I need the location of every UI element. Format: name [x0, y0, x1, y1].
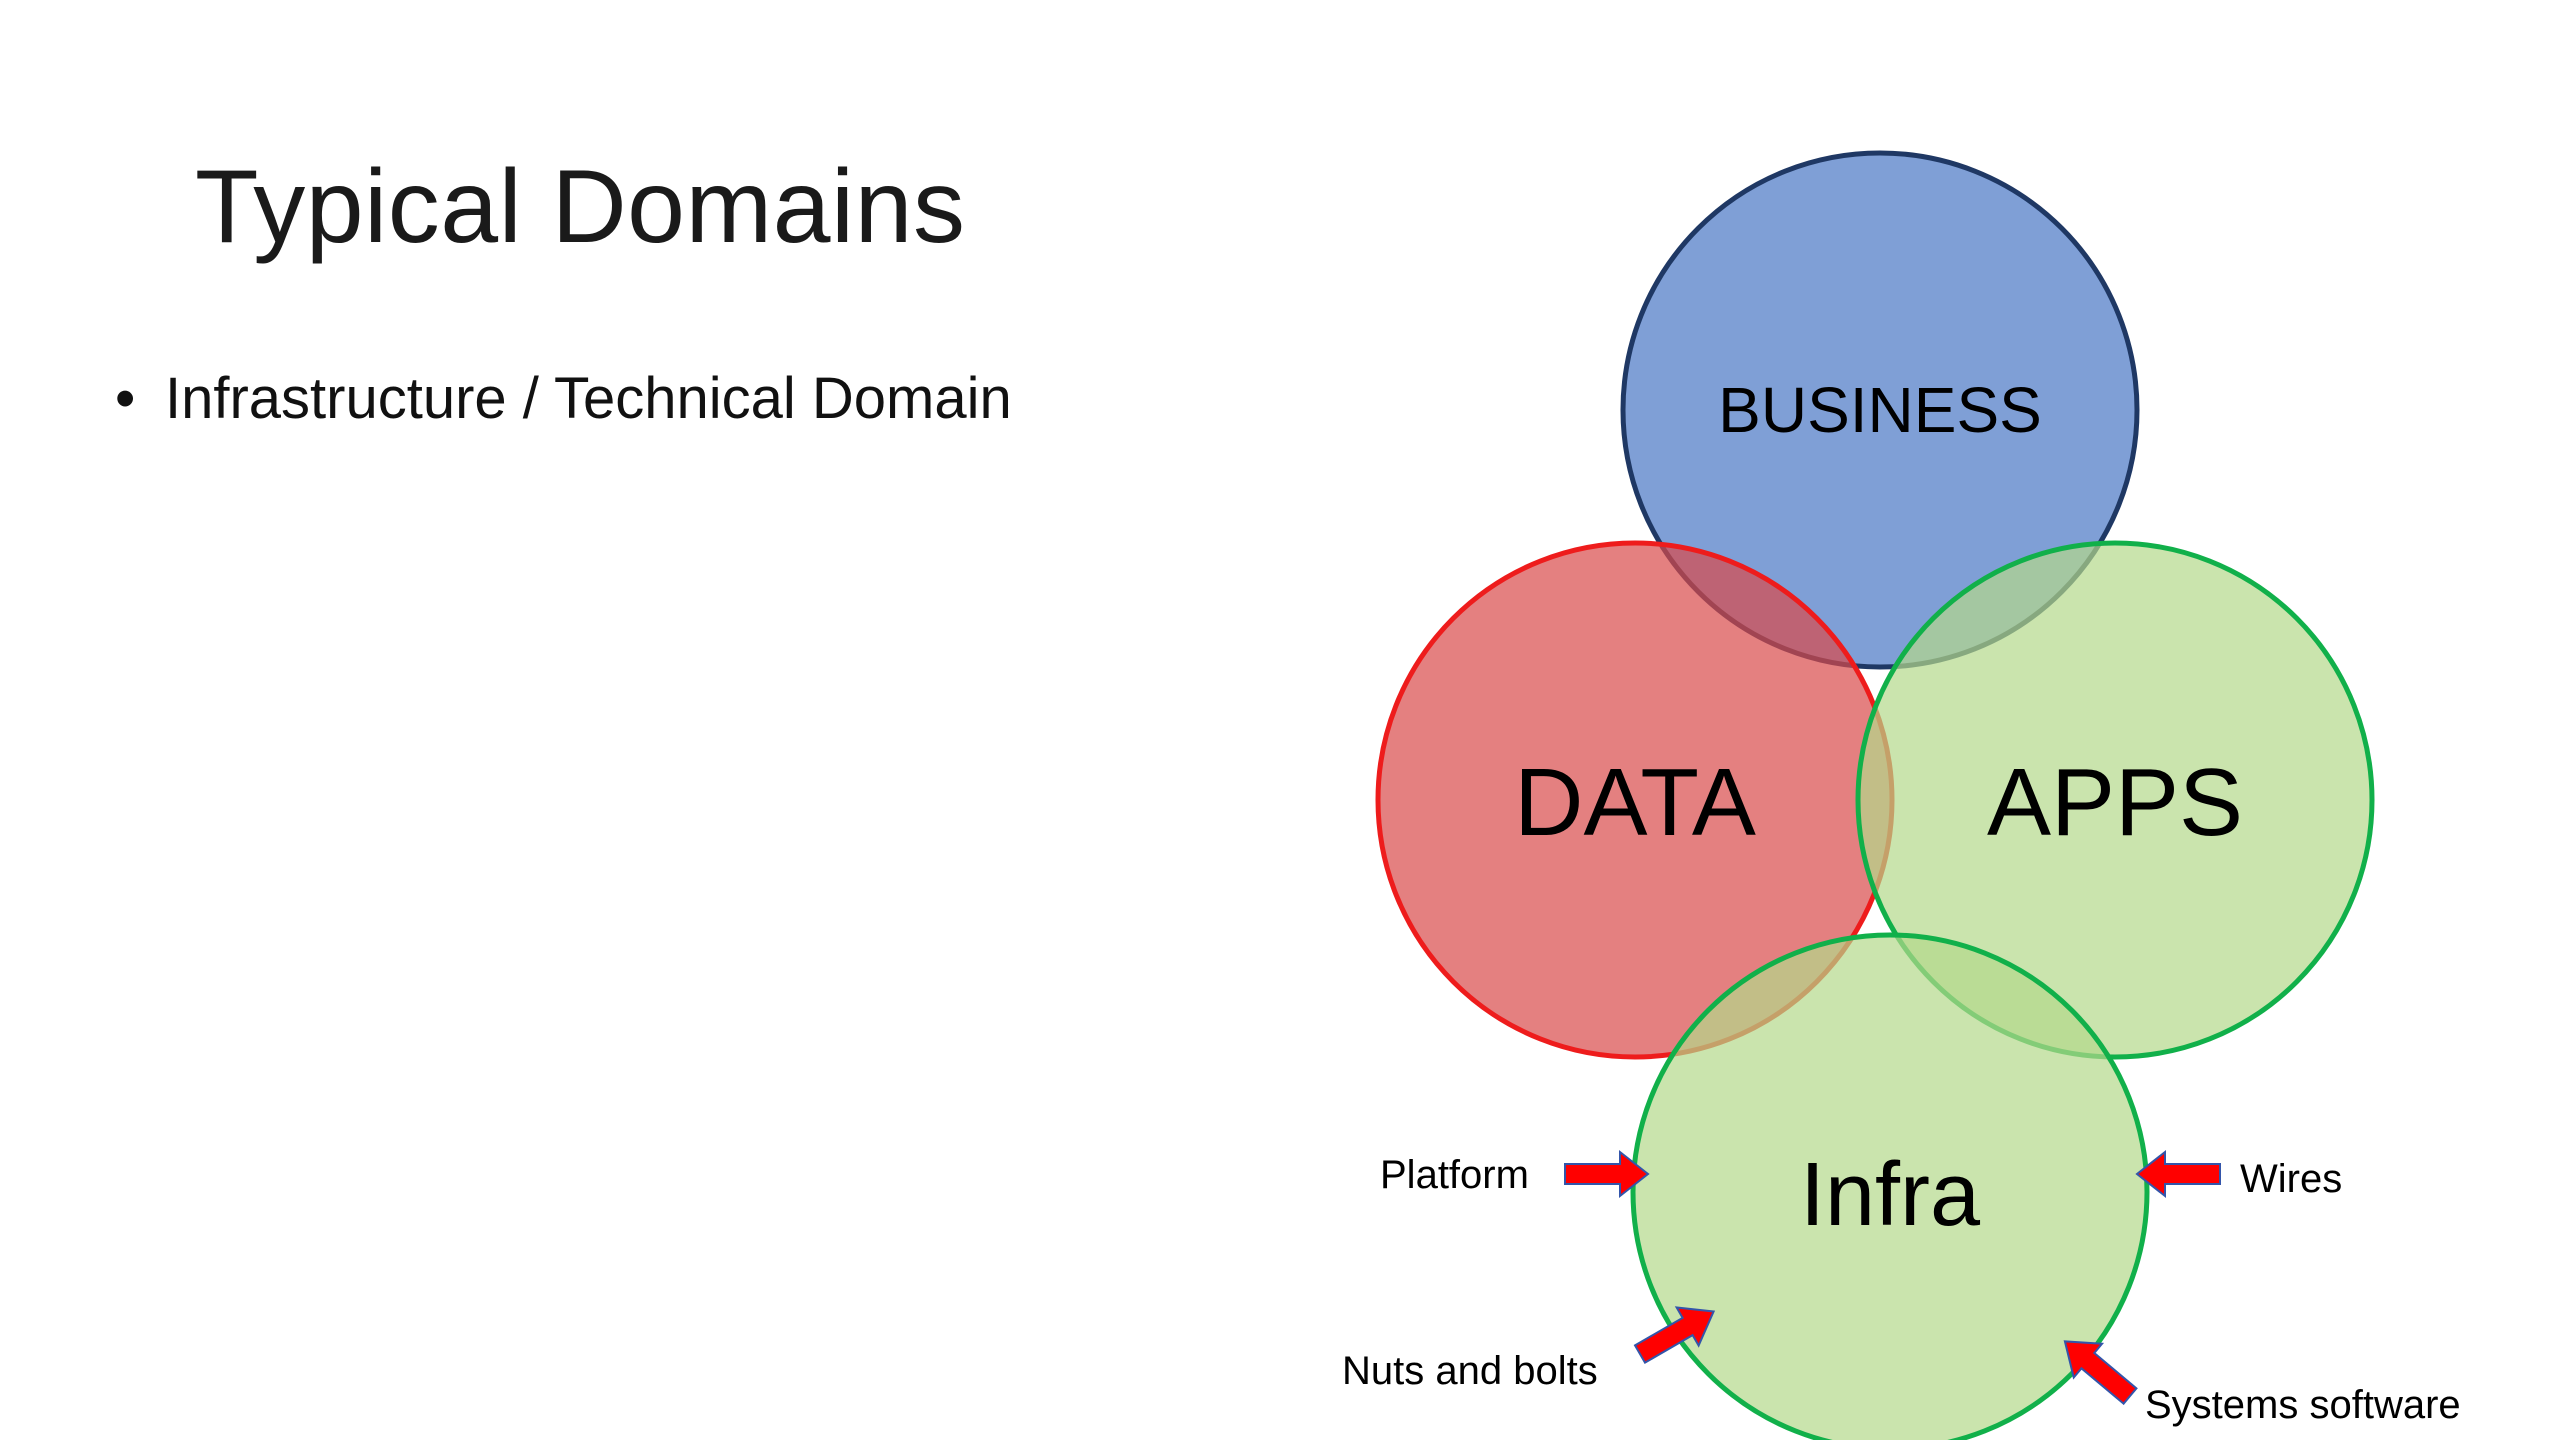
nuts-and-bolts-arrow-icon — [1633, 1306, 1716, 1365]
infra-circle — [1630, 932, 2150, 1440]
bullet-dot-icon: • — [115, 366, 136, 431]
platform-arrow-icon — [1564, 1149, 1650, 1199]
wires-label: Wires — [2240, 1157, 2342, 1201]
business-circle — [1620, 150, 2140, 670]
infra-label: Infra — [1800, 1145, 1981, 1245]
apps-circle — [1855, 540, 2375, 1060]
systems-software-label: Systems software — [2145, 1383, 2461, 1427]
business-label: BUSINESS — [1718, 374, 2042, 446]
bullet-item: • Infrastructure / Technical Domain — [115, 365, 1012, 432]
slide-title: Typical Domains — [195, 149, 966, 265]
bullet-text: Infrastructure / Technical Domain — [165, 366, 1012, 431]
data-label: DATA — [1514, 749, 1756, 856]
wires-arrow-icon — [2135, 1149, 2221, 1199]
nuts-and-bolts-label: Nuts and bolts — [1342, 1349, 1598, 1393]
systems-software-arrow-icon — [2063, 1340, 2138, 1406]
apps-label: APPS — [1987, 749, 2243, 856]
platform-label: Platform — [1380, 1153, 1529, 1197]
bullet-list: • Infrastructure / Technical Domain — [115, 365, 1012, 432]
